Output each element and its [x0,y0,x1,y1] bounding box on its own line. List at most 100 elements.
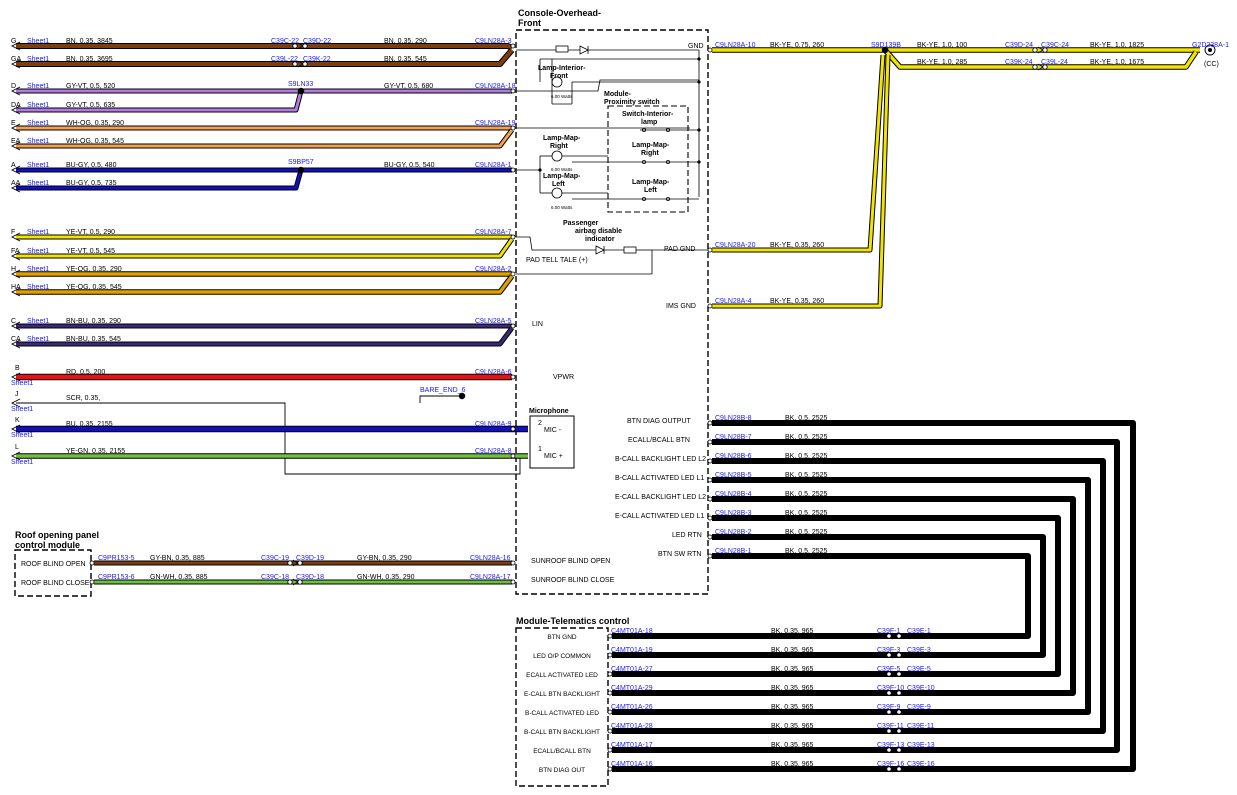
inline-C39F-5-c [896,671,902,677]
sheet-link-G: Sheet1 [27,38,49,45]
roof-pin-label: ROOF BLIND CLOSE [21,580,90,587]
wire-id-FA: FA [11,248,20,255]
wire-id-C: C [11,318,16,325]
vpwr-label: VPWR [553,374,574,381]
arrow-AA [10,183,21,193]
wire-spec2-G: BN, 0.35, 290 [384,38,427,45]
connector-C39F-13: C39F-13 [877,742,904,749]
spec-bk-2: BK, 0.5, 2525 [785,453,828,460]
inline-C39C-19-c [297,560,303,566]
wire-spec-F: YE-VT, 0.5, 290 [66,229,115,236]
pin-C9LN28B-3 [707,515,713,521]
lamp-interior-label1: Lamp-Interior- [538,65,586,72]
junction-dots [538,57,701,172]
splice-S9BP57 [297,166,305,174]
spec-bk-7: BK, 0.5, 2525 [785,548,828,555]
spec-gnd-main-3: BK-YE, 1.0, 1825 [1090,42,1144,49]
inline-c39d24-a [1032,47,1038,53]
pin-label-C9LN28A-4: C9LN28A-4 [715,298,752,305]
wire-spec-L: YE-GN, 0.35, 2155 [66,448,125,455]
sheet-link-HA: Sheet1 [27,284,49,291]
connector-C39E-9: C39E-9 [907,704,931,711]
connector-C39D-24: C39D-24 [1005,42,1033,49]
wire-id-CA: CA [11,336,21,343]
console-internal-wiring [516,45,708,275]
mic-plus-label: MIC + [544,453,563,460]
pin-label-C9LN28B-7: C9LN28B-7 [715,434,752,441]
wire-id-F: F [11,229,15,236]
pin-label-E: C9LN28A-19 [475,120,516,127]
pin-label-K: C9LN28A-9 [475,421,512,428]
pin-C9LN28A-17 [510,579,516,585]
sheet-link-CA: Sheet1 [27,336,49,343]
wire-DA-outline [16,90,304,113]
inline-C39F-10-a [886,690,892,696]
switch-interior-label1: Switch-Interior- [622,111,674,118]
console-title-line2: Front [518,18,541,28]
wire-bk-4-outline [612,496,1076,696]
arrow-G [10,41,21,51]
sunroof-open-label: SUNROOF BLIND OPEN [531,558,610,565]
wire-id-B: B [15,365,20,372]
spec-bk-0: BK, 0.5, 2525 [785,415,828,422]
pin-label-C9LN28A-10: C9LN28A-10 [715,42,756,49]
sw-map-left-label2: Left [644,187,658,194]
sheet-link-B: Sheet1 [11,380,33,387]
pin-label-B: C9LN28A-6 [475,369,512,376]
console-module-box [515,29,709,595]
proximity-switch-box [607,105,689,213]
wire-spec2-A: BU-GY, 0.5, 540 [384,162,435,169]
lamp-map-left-label1: Lamp-Map- [543,173,581,180]
spec-bk-1: BK, 0.5, 2525 [785,434,828,441]
wire-spec-C: BN-BU, 0.35, 290 [66,318,121,325]
proximity-title-line2: Proximity switch [604,99,660,106]
wire-bk-1 [612,440,1119,752]
wire-id-G: G [11,38,16,45]
bare-end-dot [458,392,466,400]
wire-spec-FA: YE-VT, 0.5, 545 [66,248,115,255]
sheet-link-H: Sheet1 [27,266,49,273]
inline-C39F-9-a [886,709,892,715]
wire-spec-B: RD, 0.5, 200 [66,369,105,376]
wire-bk-4 [612,497,1075,695]
connector-C39F-9: C39F-9 [877,704,900,711]
pin-C4MT01A-27 [607,671,613,677]
splice-label-S9LN33: S9LN33 [288,81,313,88]
spec-gnd-main: BK-YE, 0.75, 260 [770,42,824,49]
wire-id-AA: AA [11,180,21,187]
pin-H [510,271,516,277]
wire-id-J: J [15,391,19,398]
lamp-map-right-label1: Lamp-Map- [543,135,581,142]
connector-C39C-19: C39C-19 [261,555,289,562]
arrow-GA [10,59,21,69]
wire-DA [16,90,303,112]
wire-spec-E: WH-OG, 0.35, 290 [66,120,124,127]
wire-id-E: E [11,120,16,127]
pin-G [510,43,516,49]
arrow-H [10,269,21,279]
wire-id-D: D [11,83,16,90]
arrow-HA [10,287,21,297]
pin-label-C9PR153-5: C9PR153-5 [98,555,135,562]
wire-spec-D: GY-VT, 0.5, 520 [66,83,115,90]
inline-C39F-11-c [896,728,902,734]
pin-label-C9LN28A-17: C9LN28A-17 [470,574,511,581]
wire-spec-HA: YE-OG, 0.35, 545 [66,284,122,291]
sheet-link-FA: Sheet1 [27,248,49,255]
wire-spec2-GA: BN, 0.35, 545 [384,56,427,63]
connector-C39L-22: C39L-22 [271,56,298,63]
pin-label-C9LN28B-4: C9LN28B-4 [715,491,752,498]
pin-label-C4MT01A-16: C4MT01A-16 [611,761,653,768]
microphone-box [529,415,575,469]
connector-C39K-22: C39K-22 [303,56,331,63]
arrow-C [10,321,21,331]
pin-C9LN28A-16 [510,560,516,566]
arrow-FA [10,251,21,261]
telematics-title: Module-Telematics control [516,616,629,626]
wire-id-H: H [11,266,16,273]
spec-bk-5: BK, 0.5, 2525 [785,510,828,517]
telematics-pin-label: BTN GND [547,634,577,641]
led-rtn-label: LED RTN [672,532,702,539]
inline-c39l22-c [302,61,308,67]
connector-C39K-24: C39K-24 [1005,59,1033,66]
